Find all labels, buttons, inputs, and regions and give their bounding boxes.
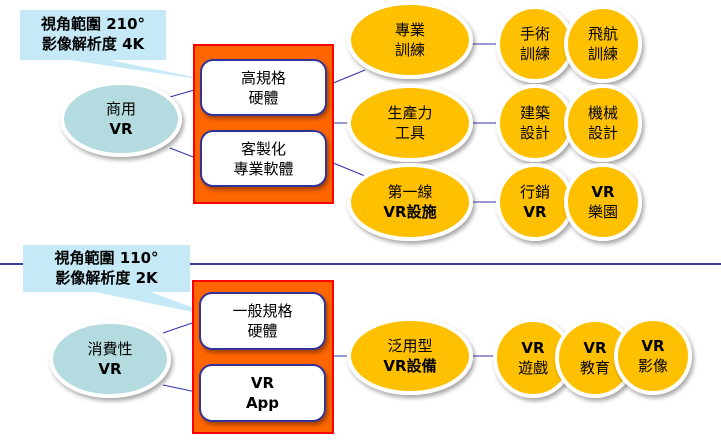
application-ellipse bbox=[347, 1, 473, 79]
component-line2: 硬體 bbox=[248, 88, 279, 107]
example-line2: 設計 bbox=[519, 124, 550, 142]
application-line1: 生產力 bbox=[387, 104, 433, 122]
component-line1: 一般規格 bbox=[232, 302, 293, 320]
component-label: 高規格 硬體 bbox=[201, 60, 326, 115]
spec-callout-commercial-text: 視角範圍 210° 影像解析度 4K bbox=[20, 14, 166, 54]
example-line1: 行銷 bbox=[519, 183, 550, 201]
component-box bbox=[199, 292, 326, 350]
spec-callout-commercial bbox=[20, 10, 218, 82]
example-line1: VR bbox=[583, 339, 607, 357]
example-line1: 飛航 bbox=[587, 25, 618, 43]
example-line1: 機械 bbox=[587, 104, 618, 122]
example-line2: 影像 bbox=[637, 357, 668, 375]
example-circle bbox=[564, 84, 642, 162]
application-label: 第一線 VR設施 bbox=[349, 165, 471, 239]
application-line1: 專業 bbox=[394, 21, 425, 39]
example-label: 飛航 訓練 bbox=[566, 7, 640, 81]
example-line2: 遊戲 bbox=[517, 359, 548, 377]
example-label: VR 教育 bbox=[557, 320, 633, 396]
component-label: 客製化 專業軟體 bbox=[201, 131, 326, 186]
spec-callout-consumer-text: 視角範圍 110° 影像解析度 2K bbox=[23, 248, 190, 288]
category-label-commercial: 商用 VR bbox=[62, 83, 180, 155]
fov-spec: 視角範圍 110° bbox=[54, 249, 159, 267]
resolution-spec: 影像解析度 4K bbox=[41, 35, 145, 53]
example-line1: VR bbox=[641, 337, 665, 355]
spec-callout-consumer bbox=[23, 245, 222, 318]
component-label: 一般規格 硬體 bbox=[200, 293, 325, 349]
application-line2: 工具 bbox=[394, 124, 425, 142]
component-line2: App bbox=[245, 394, 280, 412]
example-label: VR 樂園 bbox=[566, 165, 640, 239]
application-label: 生產力 工具 bbox=[349, 86, 471, 160]
category-label-consumer: 消費性 VR bbox=[51, 322, 169, 396]
example-line1: 手術 bbox=[519, 25, 550, 43]
example-label: 機械 設計 bbox=[566, 86, 640, 160]
category-ellipse-consumer bbox=[49, 320, 171, 398]
example-label: VR 影像 bbox=[616, 319, 690, 393]
category-line1: 商用 bbox=[105, 100, 136, 118]
example-line1: VR bbox=[521, 339, 545, 357]
example-circle bbox=[564, 5, 642, 83]
category-line1: 消費性 bbox=[87, 340, 133, 358]
example-line1: 建築 bbox=[519, 104, 550, 122]
example-label: 建築 設計 bbox=[498, 86, 572, 160]
category-ellipse-commercial bbox=[60, 81, 182, 157]
example-line2: VR bbox=[523, 203, 547, 221]
application-line2: VR設備 bbox=[383, 357, 437, 375]
example-circle bbox=[614, 317, 692, 395]
example-label: 行銷 VR bbox=[498, 165, 572, 239]
component-box bbox=[200, 59, 327, 116]
application-label: 專業 訓練 bbox=[349, 3, 471, 77]
application-line1: 泛用型 bbox=[387, 337, 433, 355]
application-line2: 訓練 bbox=[394, 41, 425, 59]
application-line2: VR設施 bbox=[383, 203, 437, 221]
component-line2: 專業軟體 bbox=[233, 159, 294, 178]
application-line1: 第一線 bbox=[387, 183, 433, 201]
resolution-spec: 影像解析度 2K bbox=[55, 269, 158, 287]
example-line2: 訓練 bbox=[587, 45, 618, 63]
component-box bbox=[199, 364, 326, 422]
component-line1: 客製化 bbox=[240, 139, 286, 158]
component-label: VR App bbox=[200, 365, 325, 421]
component-line1: 高規格 bbox=[240, 68, 286, 87]
application-ellipse bbox=[347, 84, 473, 162]
category-line2: VR bbox=[98, 360, 122, 378]
fov-spec: 視角範圍 210° bbox=[40, 15, 146, 33]
component-line1: VR bbox=[250, 374, 275, 392]
example-line2: 教育 bbox=[579, 359, 610, 377]
application-ellipse bbox=[347, 317, 473, 395]
example-circle bbox=[564, 163, 642, 241]
category-line2: VR bbox=[109, 120, 133, 138]
component-line2: 硬體 bbox=[247, 322, 278, 340]
example-line1: VR bbox=[591, 183, 615, 201]
example-line2: 設計 bbox=[587, 124, 618, 142]
application-label: 泛用型 VR設備 bbox=[349, 319, 471, 393]
component-box bbox=[200, 130, 327, 187]
example-line2: 樂園 bbox=[587, 203, 618, 221]
example-label: VR 遊戲 bbox=[495, 320, 571, 396]
example-line2: 訓練 bbox=[519, 45, 550, 63]
application-ellipse bbox=[347, 163, 473, 241]
example-label: 手術 訓練 bbox=[498, 7, 572, 81]
